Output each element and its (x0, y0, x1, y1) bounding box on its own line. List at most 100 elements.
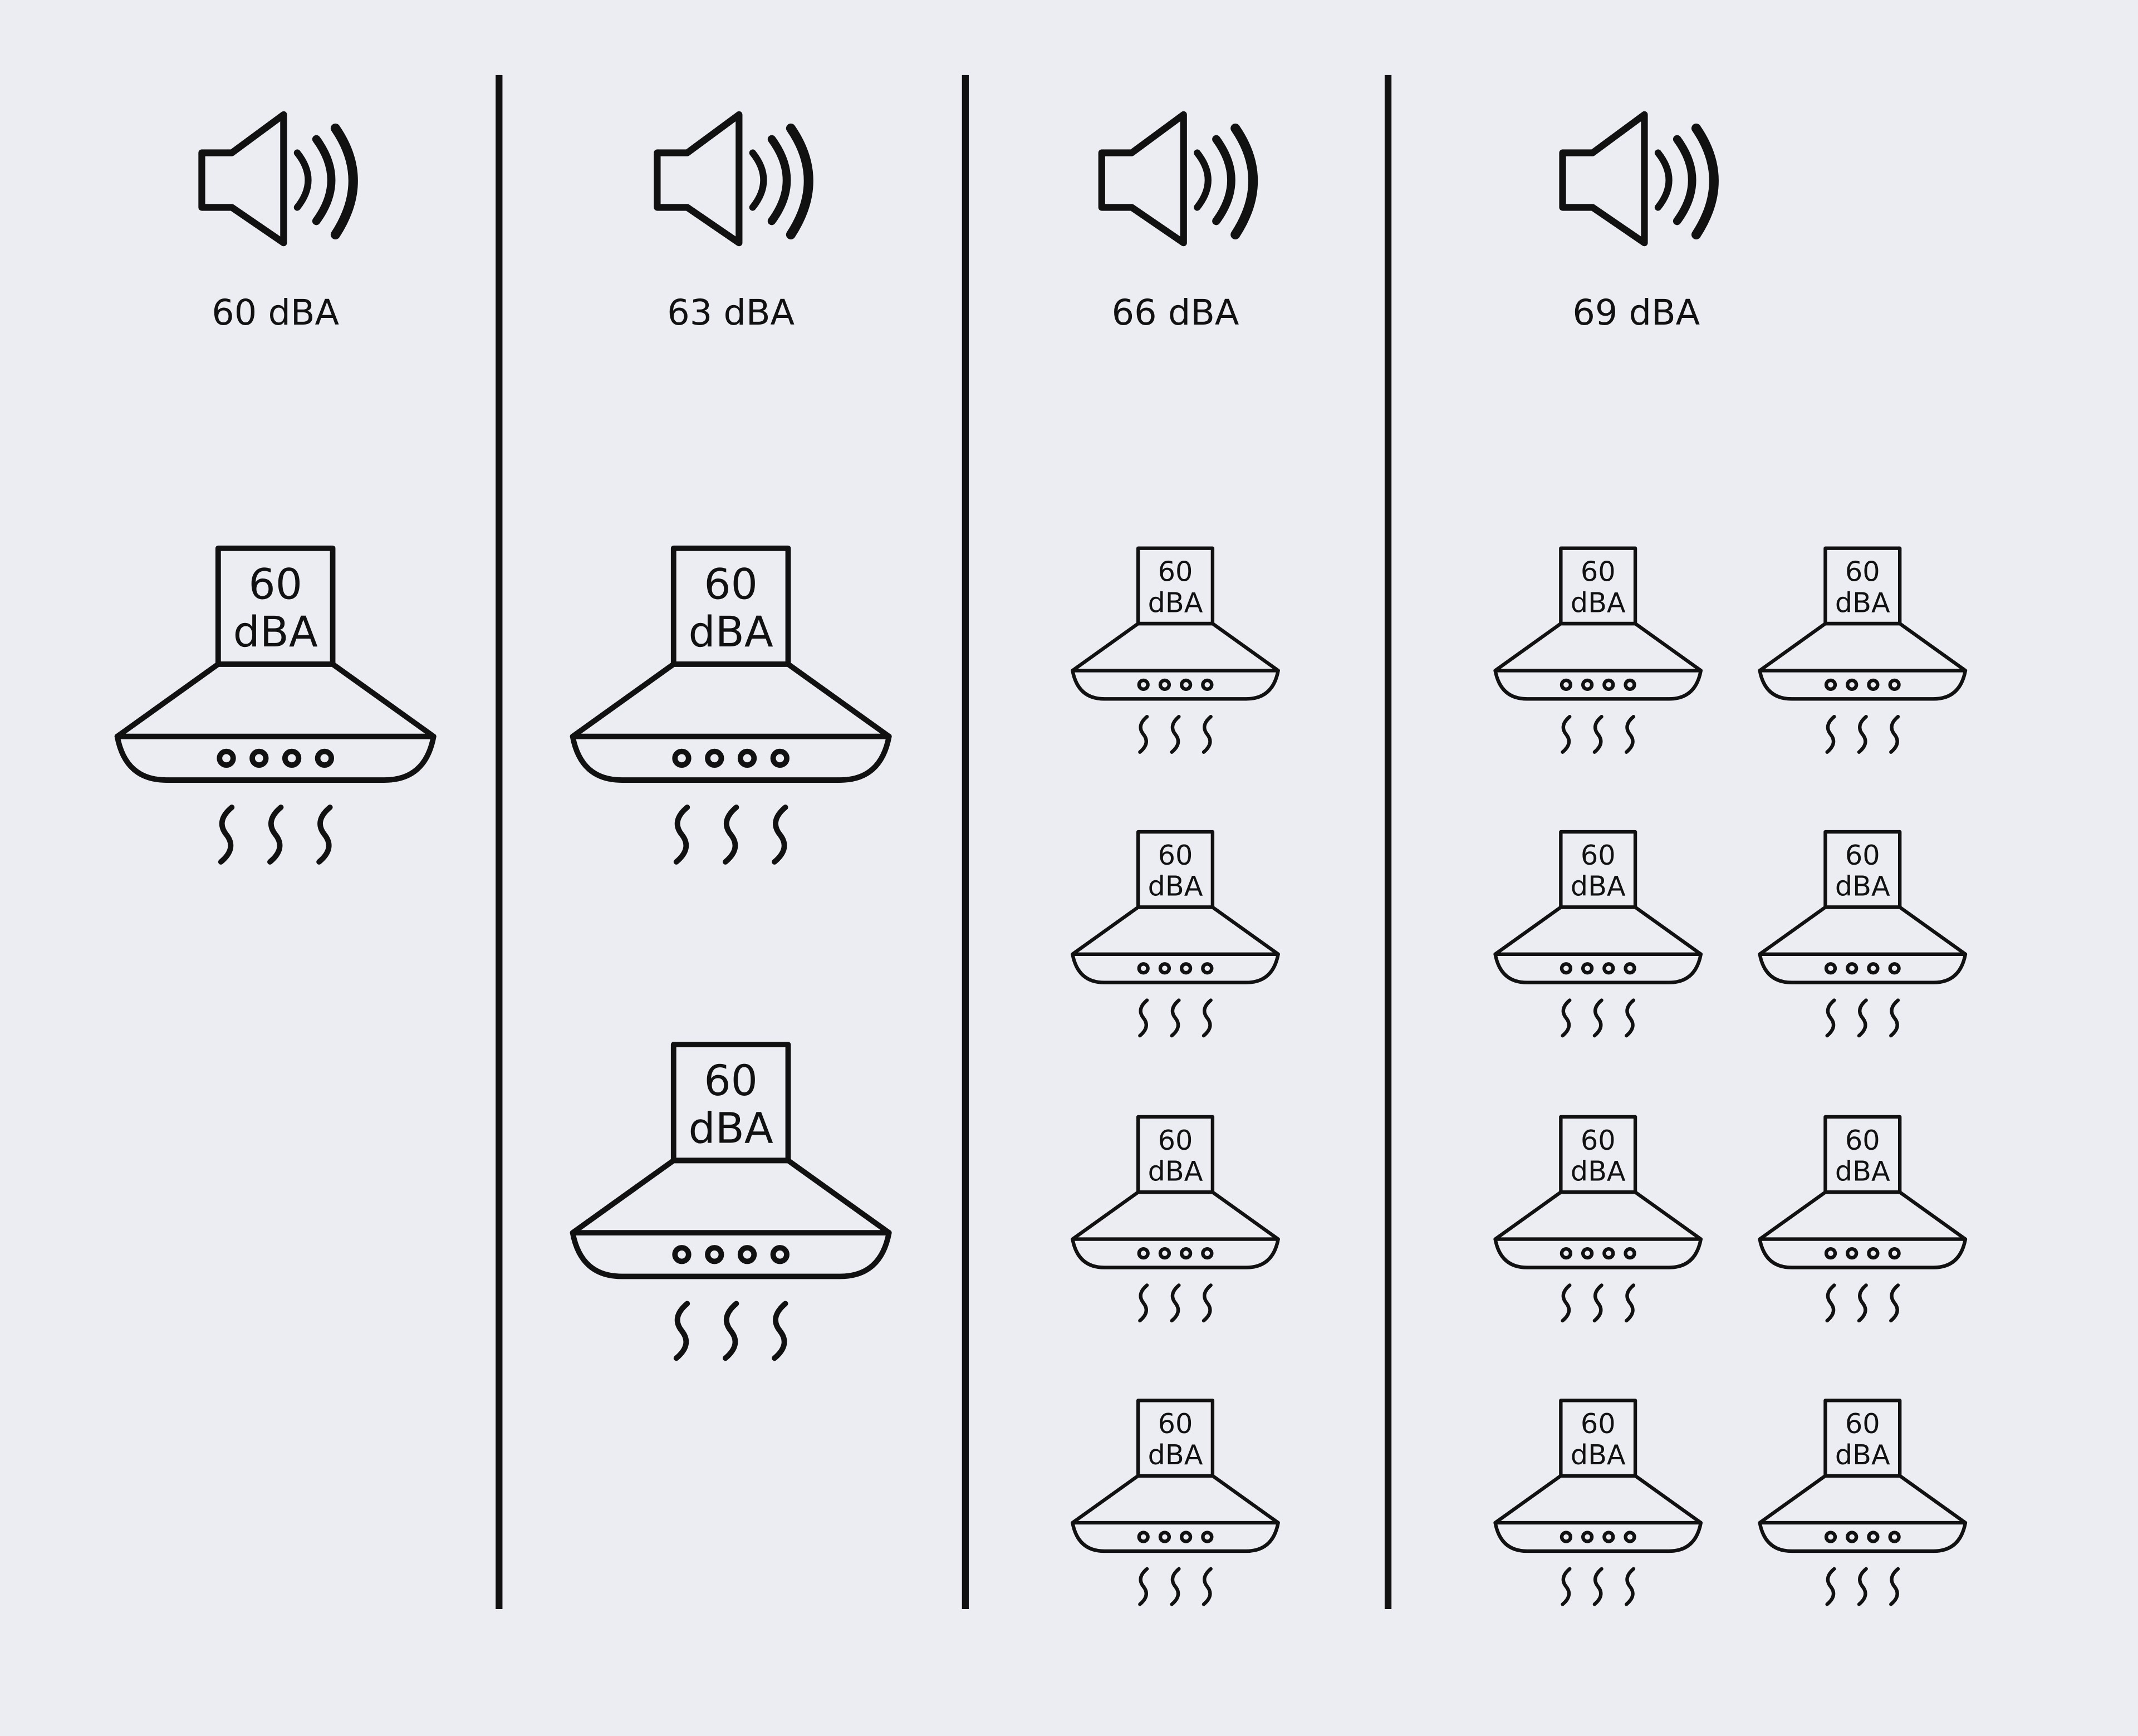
hood-light (1624, 962, 1636, 975)
steam-icon (1624, 1567, 1636, 1606)
steam-icon (1170, 1567, 1181, 1606)
hood-label-value: 60 (704, 560, 758, 609)
steam-icon (1889, 1567, 1900, 1606)
steam-icon (1561, 714, 1572, 754)
steam-icon (722, 1301, 739, 1361)
steam-icon (1857, 1567, 1868, 1606)
hood-label-value: 60 (1845, 1408, 1880, 1440)
steam-icon (1592, 1283, 1604, 1323)
steam-icon (1138, 1567, 1149, 1606)
hood-light (1867, 678, 1880, 692)
hood-light (1137, 1247, 1150, 1260)
steam-icon (1561, 1283, 1572, 1323)
steam-icon (1889, 714, 1900, 754)
hood-light (1867, 1531, 1880, 1543)
steam-icon (1138, 1283, 1149, 1323)
hood-light (705, 748, 724, 768)
hood-light (1824, 1247, 1837, 1260)
steam-icon (1592, 1567, 1604, 1606)
steam-icon (1624, 714, 1636, 754)
hood-light (1846, 1531, 1859, 1543)
hood-light (1624, 1247, 1636, 1260)
steam-icon (1202, 1283, 1213, 1323)
noise-column-4: 69 dBA60dBA60dBA60dBA60dBA60dBA60dBA60dB… (1493, 111, 1968, 1606)
steam-icon (1624, 1283, 1636, 1323)
hood-light (1888, 1247, 1901, 1260)
hood-light (1201, 962, 1214, 975)
hood-light (1888, 1531, 1901, 1543)
hood-label-unit: dBA (1835, 1155, 1890, 1188)
hood-label-value: 60 (1845, 556, 1880, 588)
hood-label-value: 60 (1581, 556, 1616, 588)
steam-icon (1561, 998, 1572, 1038)
noise-level-label: 60 dBA (212, 292, 339, 334)
steam-icon (1202, 1567, 1213, 1606)
hood-light (1581, 678, 1594, 692)
hood-light (1624, 1531, 1636, 1543)
hood-label-value: 60 (1158, 556, 1193, 588)
hood-light (1137, 1531, 1150, 1543)
hood-label-unit: dBA (233, 607, 318, 656)
hood-light (1602, 1531, 1615, 1543)
steam-icon (267, 805, 284, 865)
steam-icon (1170, 714, 1181, 754)
steam-icon (1202, 998, 1213, 1038)
steam-icon (1170, 998, 1181, 1038)
hood-light (315, 748, 334, 768)
speaker-volume-icon (198, 111, 358, 247)
steam-icon (1561, 1567, 1572, 1606)
hood-light (1846, 678, 1859, 692)
hood-light (1158, 1247, 1171, 1260)
hood-light (1824, 1531, 1837, 1543)
hood-label-unit: dBA (1835, 1439, 1890, 1471)
column-dividers (496, 75, 1392, 1610)
hood-light (1602, 678, 1615, 692)
hood-light (1201, 1247, 1214, 1260)
noise-level-label: 66 dBA (1112, 292, 1239, 334)
steam-icon (772, 1301, 788, 1361)
hood-light (1624, 678, 1636, 692)
hood-light (1824, 678, 1837, 692)
hood-light (1581, 962, 1594, 975)
hood-light (1179, 962, 1193, 975)
hood-light (1888, 962, 1901, 975)
steam-icon (1825, 714, 1836, 754)
hood-light (1560, 1247, 1573, 1260)
steam-icon (1170, 1283, 1181, 1323)
hood-label-unit: dBA (1571, 1155, 1626, 1188)
steam-icon (1825, 1283, 1836, 1323)
noise-level-label: 69 dBA (1572, 292, 1700, 334)
speaker-volume-icon (654, 111, 813, 247)
hood-label-value: 60 (1581, 1124, 1616, 1156)
hood-label-value: 60 (1845, 839, 1880, 871)
steam-icon (673, 805, 690, 865)
hood-label-value: 60 (1845, 1124, 1880, 1156)
steam-icon (722, 805, 739, 865)
hood-light (1867, 1247, 1880, 1260)
hood-light (1137, 678, 1150, 692)
hood-label-unit: dBA (1835, 870, 1890, 903)
steam-icon (1889, 998, 1900, 1038)
hood-label-value: 60 (704, 1056, 758, 1105)
hood-light (217, 748, 236, 768)
hood-light (282, 748, 302, 768)
hood-light (1602, 962, 1615, 975)
steam-icon (1202, 714, 1213, 754)
hood-light (1158, 678, 1171, 692)
steam-icon (1825, 998, 1836, 1038)
hood-light (249, 748, 269, 768)
